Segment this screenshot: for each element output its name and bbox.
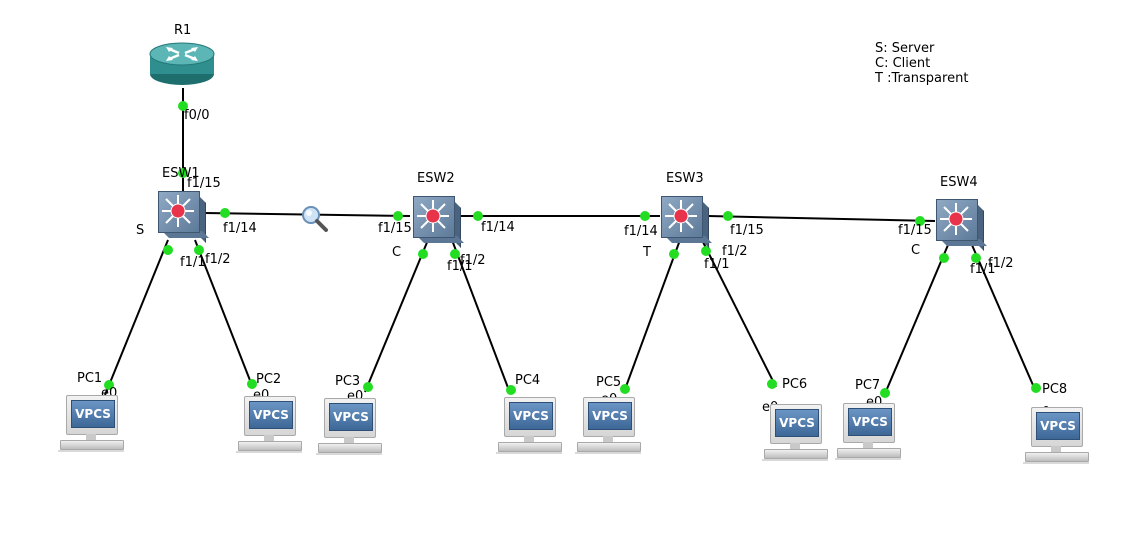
esw1-switch-icon[interactable] [158, 191, 209, 243]
pc5-name: PC5 [596, 375, 622, 390]
esw3-name: ESW3 [666, 171, 704, 186]
pc7-screen-label: VPCS [852, 415, 888, 429]
esw4-port-f1-2: f1/2 [988, 256, 1014, 271]
pc8-vpcs-icon[interactable]: VPCS [1023, 407, 1089, 467]
esw4-port-f1-1: f1/1 [970, 262, 996, 277]
esw4-switch-icon[interactable] [936, 199, 987, 251]
pc1-name: PC1 [77, 371, 103, 386]
esw2-mode: C [392, 245, 402, 260]
pc6-screen-label: VPCS [779, 416, 815, 430]
pc3-name: PC3 [335, 374, 361, 389]
pc4-vpcs-icon[interactable]: VPCS [496, 397, 562, 457]
link-esw3-pc6[interactable] [701, 239, 777, 388]
pc8-screen-label: VPCS [1040, 419, 1076, 433]
esw2-port-f1-1: f1/1 [447, 259, 473, 274]
link-esw2-pc4[interactable] [451, 239, 511, 394]
pc7-name: PC7 [855, 378, 881, 393]
esw4-name: ESW4 [940, 175, 978, 190]
link-esw3-esw4[interactable] [707, 215, 936, 222]
magnifier-icon[interactable] [300, 204, 330, 234]
pc4-screen-label: VPCS [513, 409, 549, 423]
esw3-port-f1-2: f1/2 [722, 244, 748, 259]
pc6-vpcs-icon[interactable]: VPCS [762, 404, 828, 464]
esw1-name: ESW1 [162, 166, 200, 181]
esw3-port-f1-1: f1/1 [704, 257, 730, 272]
pc8-name: PC8 [1042, 382, 1068, 397]
esw4-mode: C [911, 243, 921, 258]
legend-client: C: Client [875, 56, 931, 71]
esw3-switch-icon[interactable] [661, 196, 712, 248]
esw3-port-f1-15: f1/15 [730, 223, 764, 238]
pc5-screen-label: VPCS [592, 409, 628, 423]
r1-port-label: f0/0 [184, 108, 210, 123]
port-dots [104, 101, 1041, 398]
esw4-port-f1-15: f1/15 [898, 223, 932, 238]
pc4-name: PC4 [515, 373, 541, 388]
link-esw1-pc1[interactable] [104, 239, 169, 396]
pc6-name: PC6 [782, 377, 808, 392]
link-esw4-pc7[interactable] [883, 244, 949, 397]
esw2-name: ESW2 [417, 171, 455, 186]
pc2-name: PC2 [256, 372, 282, 387]
esw2-port-f1-14: f1/14 [481, 220, 515, 235]
link-esw4-pc8[interactable] [971, 244, 1037, 393]
esw2-port-f1-15: f1/15 [378, 221, 412, 236]
router-icon[interactable] [149, 40, 215, 85]
legend: S: Server C: Client T :Transparent [875, 41, 968, 86]
pc1-vpcs-icon[interactable]: VPCS [58, 395, 124, 455]
router-name: R1 [174, 23, 192, 38]
pc5-vpcs-icon[interactable]: VPCS [575, 397, 641, 457]
esw1-port-f1-15: f1/15 [187, 176, 221, 191]
pc1-screen-label: VPCS [75, 407, 111, 421]
pc7-vpcs-icon[interactable]: VPCS [835, 403, 901, 463]
pc3-vpcs-icon[interactable]: VPCS [316, 398, 382, 458]
esw3-port-f1-14: f1/14 [624, 224, 658, 239]
legend-server: S: Server [875, 41, 935, 56]
link-esw2-pc3[interactable] [364, 239, 429, 393]
esw2-port-f1-2: f1/2 [460, 253, 486, 268]
pc3-screen-label: VPCS [333, 410, 369, 424]
pc2-screen-label: VPCS [253, 408, 289, 422]
esw2-switch-icon[interactable] [413, 196, 464, 248]
pc2-vpcs-icon[interactable]: VPCS [236, 396, 302, 456]
esw1-port-f1-14: f1/14 [223, 221, 257, 236]
esw1-port-f1-1: f1/1 [180, 255, 206, 270]
esw1-port-f1-2: f1/2 [205, 252, 231, 267]
legend-transparent: T :Transparent [875, 71, 969, 86]
link-esw1-pc2[interactable] [194, 239, 254, 389]
esw3-mode: T [643, 245, 651, 260]
link-esw3-pc5[interactable] [623, 239, 681, 393]
esw1-mode: S [136, 223, 145, 238]
